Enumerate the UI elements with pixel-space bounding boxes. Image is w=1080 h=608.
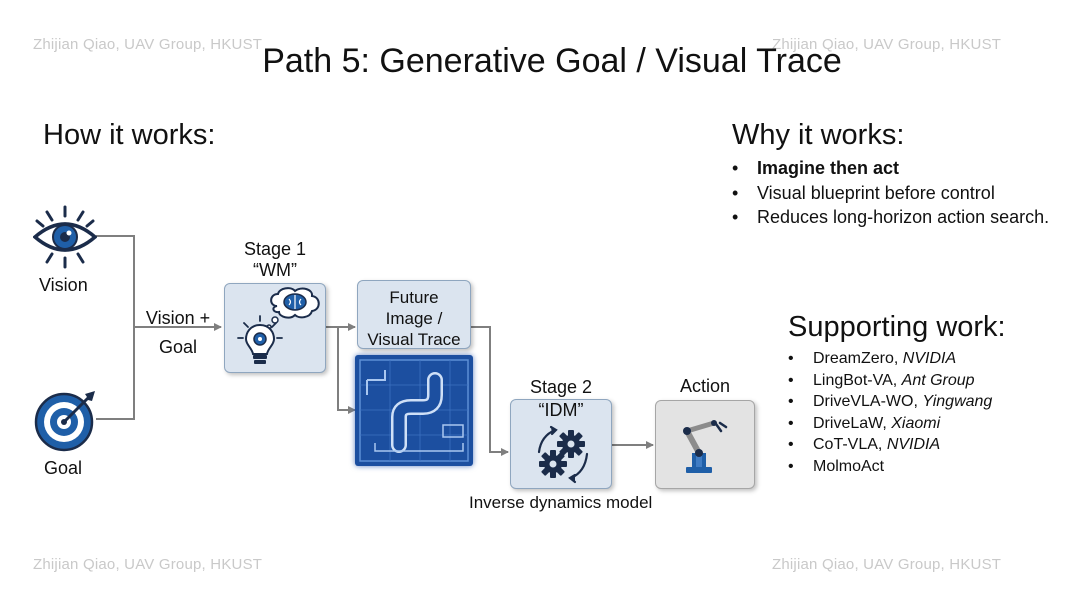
stage1-title: Stage 1 “WM” — [243, 239, 307, 280]
support-item: DriveVLA-WO, Yingwang — [788, 391, 1058, 413]
target-icon — [34, 391, 95, 452]
watermark-top-left: Zhijian Qiao, UAV Group, HKUST — [33, 36, 263, 53]
gears-icon — [537, 425, 589, 484]
idm-caption: Inverse dynamics model — [469, 493, 653, 512]
watermark-bottom-right: Zhijian Qiao, UAV Group, HKUST — [772, 556, 1002, 573]
vision-goal-label: Vision + Goal — [145, 308, 211, 357]
lightbulb-icon — [237, 315, 283, 364]
vision-label: Vision — [39, 275, 88, 295]
stage2-box: “IDM” — [510, 399, 612, 489]
support-item: CoT-VLA, NVIDIA — [788, 434, 1058, 456]
stage2-title: Stage 2 — [529, 377, 593, 397]
support-item: DreamZero, NVIDIA — [788, 348, 1058, 370]
why-item: Reduces long-horizon action search. — [732, 205, 1052, 230]
eye-icon — [33, 205, 97, 269]
action-box — [655, 400, 755, 489]
watermark-bottom-left: Zhijian Qiao, UAV Group, HKUST — [33, 556, 263, 573]
robot-arm-icon — [683, 420, 728, 473]
support-item: MolmoAct — [788, 456, 1058, 478]
support-item: LingBot-VA, Ant Group — [788, 370, 1058, 392]
arrow-to-stage2 — [471, 326, 509, 456]
action-label: Action — [679, 376, 731, 396]
support-item: DriveLaW, Xiaomi — [788, 413, 1058, 435]
stage2-sub: “IDM” — [538, 400, 584, 420]
connector-vision — [96, 235, 135, 420]
why-list: Imagine then act Visual blueprint before… — [732, 156, 1052, 230]
slide-title: Path 5: Generative Goal / Visual Trace — [262, 42, 842, 80]
arrow-to-blueprint — [337, 327, 356, 414]
blueprint-icon — [355, 355, 473, 466]
why-item: Visual blueprint before control — [732, 181, 1052, 206]
stage1-box — [224, 283, 326, 373]
why-heading: Why it works: — [732, 119, 905, 151]
watermark-top-right: Zhijian Qiao, UAV Group, HKUST — [772, 36, 1002, 53]
why-item: Imagine then act — [732, 156, 1052, 181]
future-box: Future Image / Visual Trace — [357, 280, 471, 349]
goal-label: Goal — [44, 458, 83, 478]
how-heading: How it works: — [43, 119, 216, 151]
support-list: DreamZero, NVIDIA LingBot-VA, Ant Group … — [788, 348, 1058, 478]
support-heading: Supporting work: — [788, 311, 1006, 343]
